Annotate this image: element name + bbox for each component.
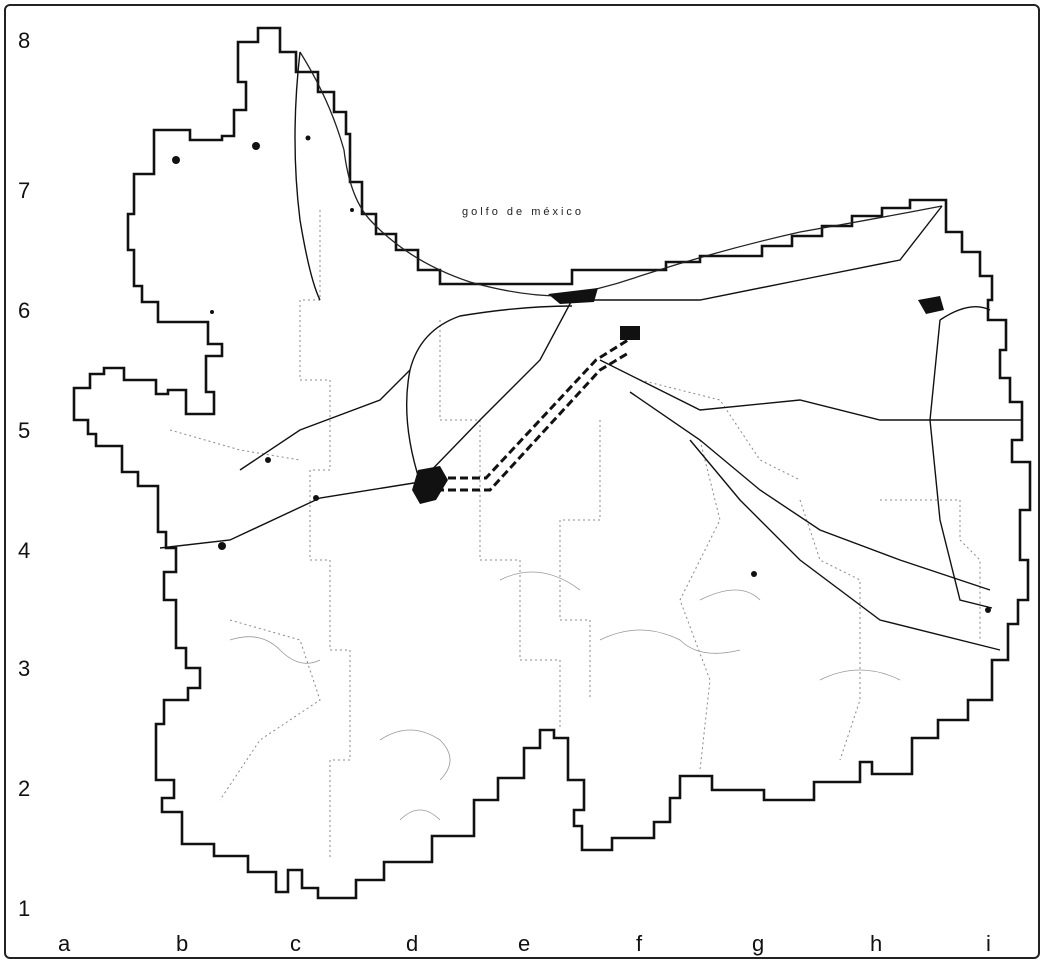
- column-label-f: f: [636, 931, 643, 956]
- terrain-detail: [229, 571, 901, 821]
- column-label-a: a: [58, 931, 71, 956]
- column-label-h: h: [870, 931, 883, 956]
- row-label-5: 5: [18, 418, 31, 443]
- coastline: [299, 51, 943, 297]
- row-label-4: 4: [18, 538, 31, 563]
- internal-boundaries: [169, 210, 981, 860]
- column-label-g: g: [752, 931, 765, 956]
- column-label-b: b: [176, 931, 189, 956]
- row-label-3: 3: [18, 656, 31, 681]
- highlighted-corridor: [424, 338, 631, 492]
- settlements: [172, 135, 991, 613]
- column-label-e: e: [518, 931, 531, 956]
- row-label-2: 2: [18, 776, 31, 801]
- column-label-i: i: [986, 931, 991, 956]
- map-caption: golfo de méxico: [462, 206, 585, 218]
- row-label-8: 8: [18, 28, 31, 53]
- column-label-c: c: [290, 931, 301, 956]
- column-label-d: d: [406, 931, 419, 956]
- region-boundary: [72, 26, 1032, 900]
- row-label-6: 6: [18, 298, 31, 323]
- row-label-1: 1: [18, 896, 31, 921]
- row-label-7: 7: [18, 178, 31, 203]
- road-network: [159, 51, 1022, 651]
